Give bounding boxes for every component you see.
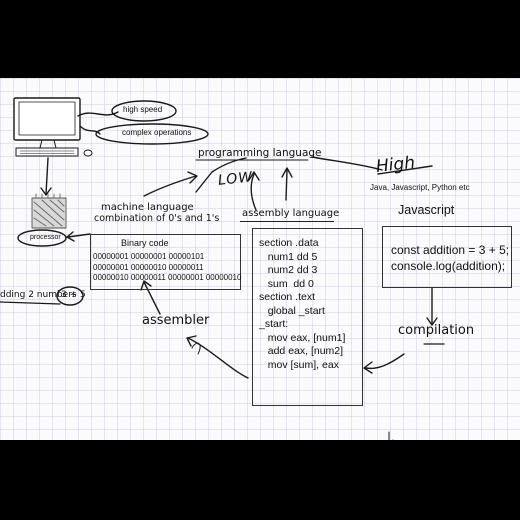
adding-note: dding 2 numbers: [0, 290, 77, 300]
assembly-title-underline: [240, 221, 334, 222]
assembly-language-title: assembly language: [242, 208, 340, 219]
javascript-line: const addition = 3 + 5;: [391, 243, 510, 257]
assembly-line: add eax, [num2]: [259, 345, 344, 357]
machine-language-subtitle: combination of 0's and 1's: [94, 213, 220, 224]
complex-operations-label: complex operations: [122, 128, 192, 137]
binary-line: 00000001 00000001 00000101: [93, 252, 205, 261]
binary-code-title: Binary code: [121, 238, 169, 248]
javascript-line: console.log(addition);: [391, 258, 506, 273]
assembly-line: num1 dd 5: [259, 250, 318, 263]
computer-monitor-icon: [13, 97, 81, 141]
high-label: High: [375, 153, 416, 177]
binary-line: 00000010 00000011 00000001 00000010: [93, 273, 242, 282]
processor-chip-icon: [31, 193, 67, 229]
assembly-code-lines: section .data num1 dd 5 num2 dd 3 sum dd…: [259, 237, 345, 372]
javascript-title: Javascript: [398, 203, 455, 217]
assembler-label: assembler: [142, 313, 210, 328]
assembly-line: section .data: [259, 237, 319, 249]
javascript-code-box: const addition = 3 + 5; console.log(addi…: [382, 226, 512, 288]
programming-language-label: programming language: [198, 147, 322, 159]
keyboard-icon: [15, 147, 79, 157]
binary-line: 00000001 00000010 00000011: [93, 262, 204, 272]
javascript-code-lines: const addition = 3 + 5; console.log(addi…: [391, 243, 509, 274]
low-label: LOW: [217, 169, 254, 189]
processor-label: processor: [30, 234, 61, 241]
high-examples: Java, Javascript, Python etc: [370, 183, 470, 192]
mouse-icon: [83, 149, 93, 157]
binary-code-box: Binary code 00000001 00000001 00000101 0…: [90, 234, 241, 290]
high-speed-label: high speed: [123, 105, 163, 114]
whiteboard-canvas: high speed complex operations processor …: [0, 78, 520, 440]
adding-expression: 3 + 5: [61, 290, 86, 300]
assembly-line: section .text: [259, 291, 316, 303]
assembly-code-box: section .data num1 dd 5 num2 dd 3 sum dd…: [252, 228, 363, 406]
assembly-line: sum dd 0: [259, 277, 314, 290]
assembly-line: mov [sum], eax: [259, 358, 339, 371]
assembly-line: num2 dd 3: [259, 264, 318, 276]
assembly-line: mov eax, [num1]: [259, 331, 346, 344]
compilation-label: compilation: [398, 323, 475, 338]
machine-language-title: machine language: [101, 202, 194, 213]
binary-code-lines: 00000001 00000001 00000101 00000001 0000…: [93, 252, 241, 284]
assembly-line: global _start: [259, 304, 325, 317]
assembly-line: _start:: [259, 318, 289, 330]
